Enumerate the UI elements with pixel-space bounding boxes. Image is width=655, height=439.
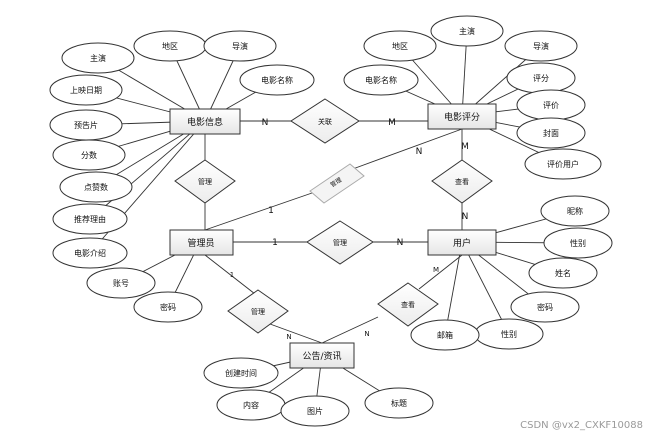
attr-user-gender-2: 性别 — [474, 318, 544, 350]
attr-review-comment: 评价 — [516, 89, 586, 121]
svg-text:导演: 导演 — [533, 41, 549, 51]
relationship-label: 管理 — [333, 238, 347, 247]
attr-movie-info-reason: 推荐理由 — [52, 203, 128, 235]
svg-text:密码: 密码 — [537, 302, 553, 312]
svg-text:姓名: 姓名 — [555, 268, 571, 278]
relationship-view-notice: 查看 — [377, 282, 439, 327]
cardinality-labels: N M 1 1 N N M N 1 N M N — [230, 118, 469, 341]
card-manage-notice-admin: 1 — [230, 271, 234, 279]
attr-admin-account: 账号 — [86, 267, 156, 299]
card-manage-notice-notice: N — [286, 333, 291, 341]
attr-notice-content: 内容 — [216, 389, 286, 421]
card-manage-user-user: N — [397, 238, 404, 248]
attr-review-region: 地区 — [363, 30, 437, 62]
entity-label: 用户 — [453, 237, 471, 249]
card-manage-user-admin: 1 — [272, 238, 278, 248]
svg-text:分数: 分数 — [81, 150, 97, 160]
attr-admin-password: 密码 — [133, 291, 203, 323]
card-manage-review-review: N — [416, 147, 423, 157]
svg-text:点赞数: 点赞数 — [84, 182, 108, 192]
attr-review-rating: 评分 — [506, 62, 576, 94]
entity-admin: 管理员 — [169, 229, 234, 256]
svg-text:上映日期: 上映日期 — [70, 85, 102, 95]
relationship-label: 管理 — [198, 177, 212, 186]
svg-text:主演: 主演 — [459, 26, 475, 36]
attr-movie-info-title: 电影名称 — [239, 64, 315, 96]
svg-text:电影名称: 电影名称 — [261, 75, 293, 85]
attr-review-user: 评价用户 — [524, 148, 602, 180]
svg-text:账号: 账号 — [113, 279, 129, 288]
entity-movie-info: 电影信息 — [169, 108, 241, 135]
entity-notice: 公告/资讯 — [289, 342, 355, 369]
relationship-manage-review: 管理 — [309, 163, 365, 204]
attr-movie-info-region: 地区 — [133, 30, 207, 62]
attr-user-nickname: 昵称 — [540, 195, 610, 227]
card-view-review-top: M — [461, 142, 469, 152]
attr-review-actor: 主演 — [430, 15, 504, 47]
attr-movie-info-intro: 电影介绍 — [52, 237, 128, 269]
svg-text:昵称: 昵称 — [567, 206, 583, 216]
entity-label: 电影信息 — [187, 116, 223, 128]
svg-text:推荐理由: 推荐理由 — [74, 214, 106, 224]
card-manage-movie-top: 1 — [268, 206, 274, 216]
entity-movie-review: 电影评分 — [427, 103, 497, 130]
svg-text:性别: 性别 — [501, 329, 517, 339]
svg-text:密码: 密码 — [160, 302, 176, 312]
attr-notice-created: 创建时间 — [203, 357, 279, 389]
svg-text:封面: 封面 — [543, 128, 559, 138]
attr-review-director: 导演 — [504, 30, 578, 62]
svg-text:内容: 内容 — [243, 400, 259, 410]
entity-label: 电影评分 — [444, 111, 480, 123]
attr-movie-info-director: 导演 — [203, 30, 277, 62]
attr-review-title: 电影名称 — [343, 64, 419, 96]
svg-text:评分: 评分 — [533, 74, 549, 83]
relationship-label: 查看 — [455, 177, 469, 186]
svg-text:图片: 图片 — [307, 406, 323, 416]
attr-movie-info-score: 分数 — [52, 139, 126, 171]
svg-text:预告片: 预告片 — [74, 120, 98, 130]
svg-text:地区: 地区 — [162, 41, 178, 51]
svg-text:邮箱: 邮箱 — [437, 330, 453, 340]
attr-review-cover: 封面 — [516, 117, 586, 149]
relationship-movie-link: 关联 — [290, 98, 360, 144]
relationship-label: 查看 — [401, 300, 415, 309]
svg-text:电影名称: 电影名称 — [365, 75, 397, 85]
card-movie-link-left: N — [262, 118, 269, 128]
relationship-manage-user: 管理 — [306, 220, 374, 265]
attr-user-gender: 性别 — [543, 227, 613, 259]
svg-text:主演: 主演 — [90, 53, 106, 63]
attr-user-email: 邮箱 — [410, 319, 480, 351]
card-movie-link-right: M — [388, 118, 396, 128]
card-view-notice-notice: N — [364, 330, 369, 338]
svg-text:性别: 性别 — [570, 238, 586, 248]
svg-text:评价: 评价 — [543, 101, 559, 110]
attr-movie-info-release-date: 上映日期 — [49, 74, 123, 106]
attr-movie-info-likes: 点赞数 — [59, 171, 133, 203]
attr-user-password: 密码 — [510, 291, 580, 323]
svg-text:地区: 地区 — [392, 41, 408, 51]
svg-text:标题: 标题 — [391, 398, 407, 408]
relationship-manage-movie: 管理 — [174, 159, 236, 204]
card-view-review-bottom: N — [462, 212, 469, 222]
svg-text:导演: 导演 — [232, 41, 248, 51]
attr-user-name: 姓名 — [528, 257, 598, 289]
attr-notice-title: 标题 — [364, 387, 434, 419]
attr-notice-image: 图片 — [280, 395, 350, 427]
relationship-label: 关联 — [318, 117, 332, 126]
card-view-notice-user: M — [433, 266, 439, 274]
entity-label: 公告/资讯 — [302, 350, 341, 362]
attr-movie-info-actor: 主演 — [61, 42, 135, 74]
svg-text:电影介绍: 电影介绍 — [74, 248, 106, 258]
attr-movie-info-trailer: 预告片 — [49, 109, 123, 141]
relationship-manage-notice: 管理 — [227, 289, 289, 334]
entity-label: 管理员 — [187, 237, 214, 249]
entity-user: 用户 — [427, 229, 497, 256]
svg-text:评价用户: 评价用户 — [547, 159, 579, 169]
watermark-text: CSDN @vx2_CXKF10088 — [520, 420, 643, 431]
relationship-label: 管理 — [251, 307, 265, 316]
relationship-view-review: 查看 — [431, 159, 493, 204]
svg-text:创建时间: 创建时间 — [225, 368, 257, 378]
